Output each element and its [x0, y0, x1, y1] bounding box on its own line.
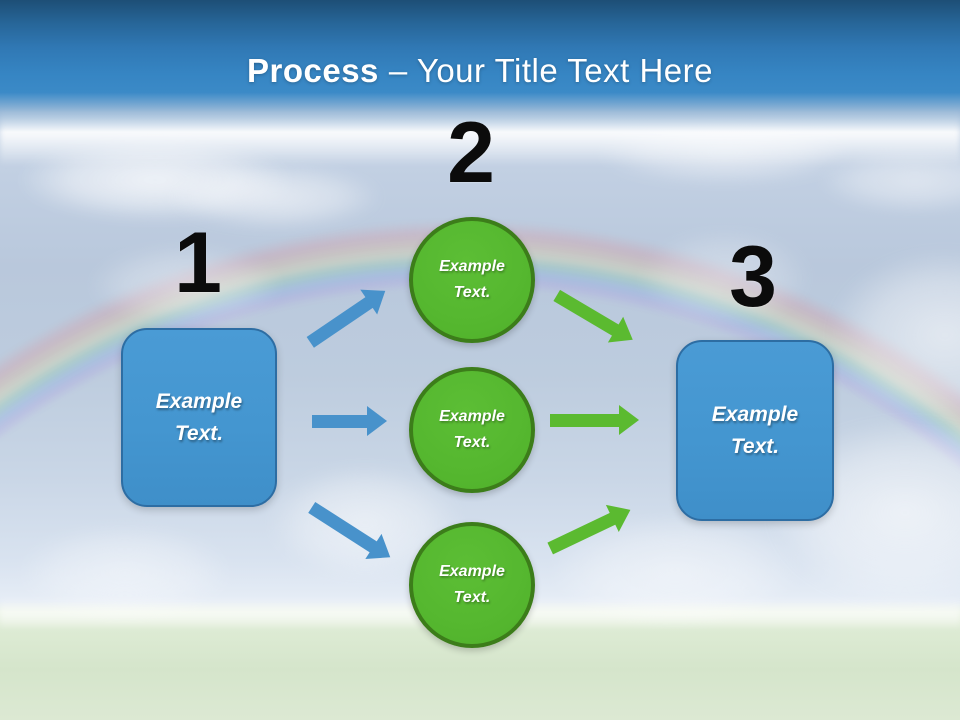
title-bar: Process– Your Title Text Here [0, 0, 960, 132]
process-circle-3: Example Text. [409, 522, 535, 648]
process-circle-2: Example Text. [409, 367, 535, 493]
arrow-shaft [550, 413, 620, 427]
cloud [640, 230, 810, 325]
process-box-step1: Example Text. [121, 328, 277, 507]
step-number-2: 2 [447, 105, 495, 201]
cloud [90, 245, 280, 325]
process-circle-2-label: Example Text. [439, 408, 505, 451]
arrow-blue-middle [312, 406, 387, 436]
slide-title: Process– Your Title Text Here [0, 52, 960, 90]
process-circle-3-label: Example Text. [439, 563, 505, 606]
step-number-1: 1 [174, 215, 222, 311]
cloud [170, 165, 380, 229]
process-box-step3: Example Text. [676, 340, 834, 521]
process-box-step3-label: Example Text. [711, 403, 799, 458]
arrow-head [367, 406, 387, 436]
arrow-head [619, 405, 639, 435]
arrow-shaft [312, 414, 368, 428]
step-number-3: 3 [729, 229, 777, 325]
process-circle-1-label: Example Text. [439, 258, 505, 301]
slide-title-keyword: Process [246, 52, 379, 89]
process-circle-1: Example Text. [409, 217, 535, 343]
arrow-green-middle [550, 405, 639, 435]
slide-title-text: – Your Title Text Here [388, 52, 714, 89]
process-box-step1-label: Example Text. [155, 390, 243, 445]
